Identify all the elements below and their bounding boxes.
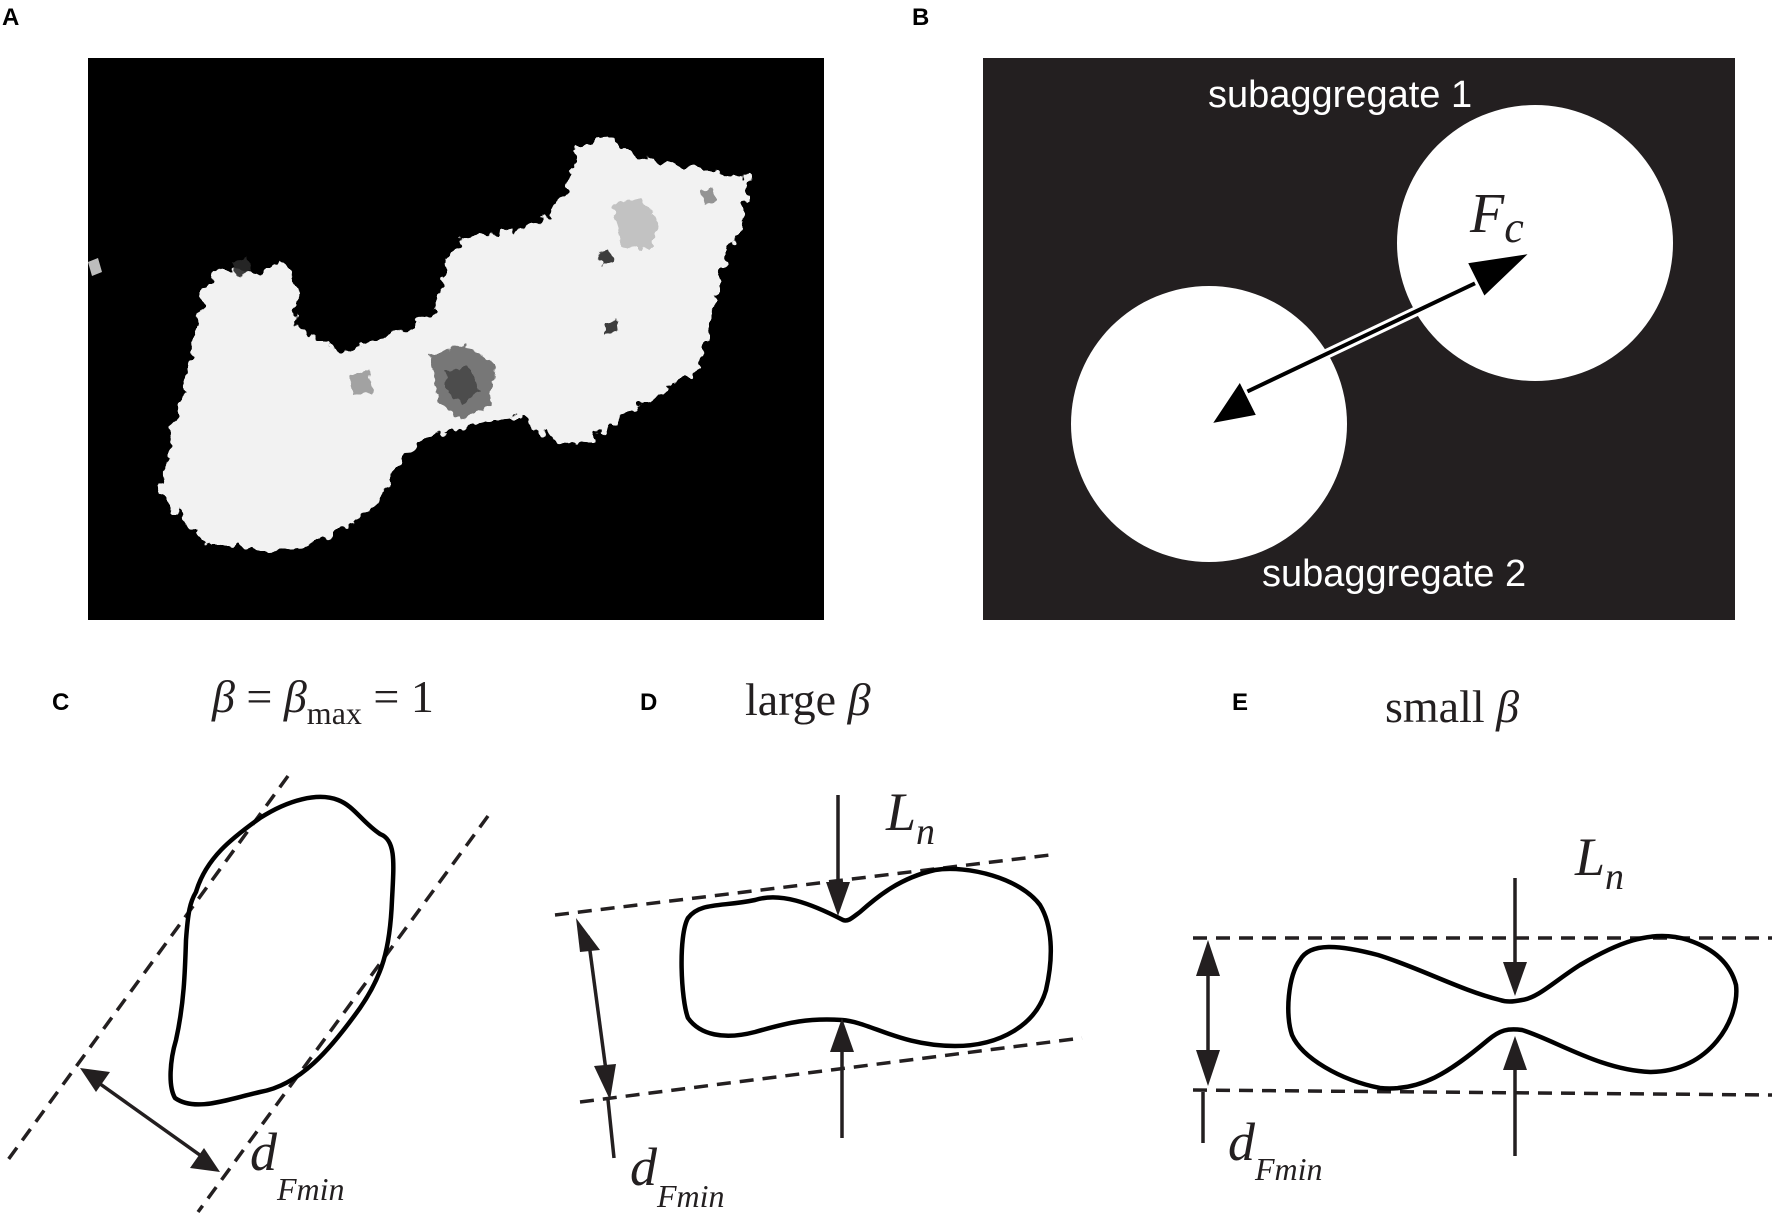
aggregate-micrograph [88, 138, 750, 550]
neck-label-d: Ln [885, 782, 935, 853]
tangent-line-bottom-e [1192, 1088, 1772, 1097]
panel-d-title: large β [745, 674, 871, 725]
panel-letter-b: B [912, 4, 929, 31]
force-label: Fc [1469, 183, 1524, 252]
dfmin-label-e: dFmin [1228, 1112, 1323, 1187]
dfmin-arrow-c [80, 1068, 220, 1172]
particle-outline-d [679, 866, 1054, 1049]
tangent-line-left [3, 774, 290, 1166]
speck [88, 258, 102, 276]
neck-arrow-top-d [826, 795, 850, 916]
particle-outline-c [168, 794, 396, 1107]
subaggregate-1-label: subaggregate 1 [1208, 74, 1472, 116]
subaggregate-1-circle [1397, 105, 1673, 381]
cohesive-force-arrow [1206, 249, 1537, 428]
neck-arrow-top-e [1503, 878, 1527, 996]
panel-a: A [2, 4, 824, 620]
neck-label-e: Ln [1574, 827, 1624, 898]
panel-e: E small β Ln dFmin [1192, 681, 1772, 1187]
panel-letter-a: A [2, 4, 19, 31]
neck-arrow-bottom-e [1503, 1036, 1527, 1156]
panel-letter-d: D [640, 689, 657, 716]
panel-d: D large β Ln dFmin [554, 674, 1083, 1214]
tangent-line-bottom [579, 1036, 1083, 1104]
panel-c-title: β = βmax = 1 [211, 671, 434, 731]
panel-letter-e: E [1232, 689, 1248, 716]
dfmin-arrow-d [576, 918, 616, 1159]
subaggregate-2-label: subaggregate 2 [1262, 553, 1526, 595]
neck-arrow-bottom-d [830, 1018, 854, 1138]
panel-b: B subaggregate 1 subaggregate 2 Fc [912, 4, 1735, 620]
dfmin-label-d: dFmin [630, 1137, 725, 1214]
panel-c: C β = βmax = 1 dFmin [3, 671, 490, 1214]
tangent-line-top [554, 853, 1051, 917]
panel-e-title: small β [1385, 681, 1519, 732]
dfmin-arrow-e [1196, 940, 1220, 1143]
tangent-line-right [196, 814, 490, 1214]
particle-outline-e [1286, 933, 1739, 1091]
dfmin-label-c: dFmin [250, 1122, 345, 1207]
panel-letter-c: C [52, 689, 69, 716]
